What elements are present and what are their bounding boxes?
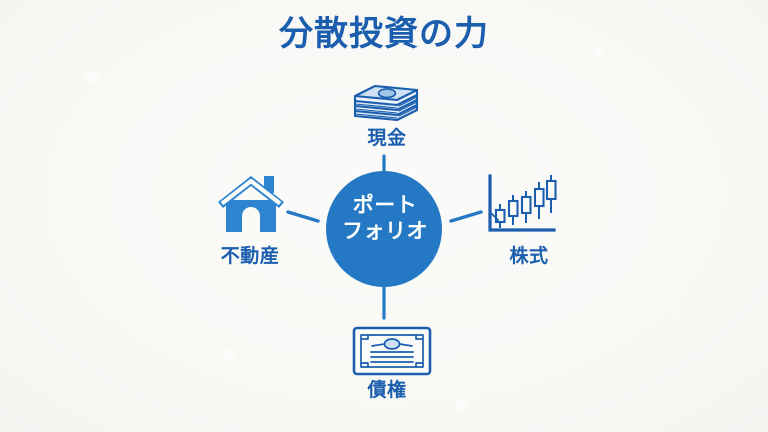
node-label-stocks: 株式 <box>509 245 549 267</box>
node-label-real-estate: 不動産 <box>220 245 280 267</box>
connector-portfolio-real-estate <box>286 210 320 223</box>
candlestick-chart-icon <box>488 174 557 232</box>
node-label-cash: 現金 <box>367 127 407 149</box>
connector-group <box>286 154 483 320</box>
house-icon <box>218 176 284 232</box>
node-label-bonds: 債権 <box>367 379 407 401</box>
money-stack-icon <box>353 84 419 122</box>
connector-portfolio-stocks <box>449 210 483 223</box>
page-title: 分散投資の力 <box>279 14 489 54</box>
bond-certificate-icon <box>352 326 432 376</box>
portfolio-node-circle[interactable] <box>326 171 442 287</box>
